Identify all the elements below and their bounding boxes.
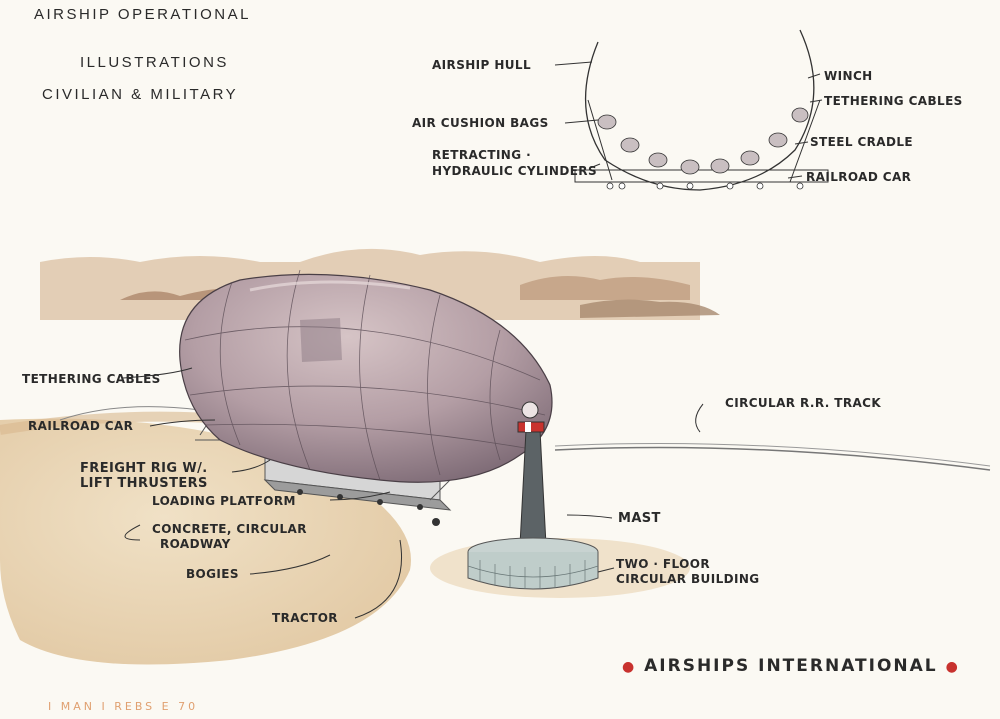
circular-track (59, 406, 991, 471)
label-airship-hull: AIRSHIP HULL (432, 58, 531, 72)
label-winch: WINCH (824, 69, 873, 83)
label-bogies: BOGIES (186, 567, 239, 581)
label-mast: MAST (618, 511, 661, 526)
firm-name: AIRSHIPS INTERNATIONAL (644, 656, 938, 676)
label-lift-thrusters: LIFT THRUSTERS (80, 476, 208, 491)
label-air-cushion-bags: AIR CUSHION BAGS (412, 116, 549, 130)
label-tethering-cables: TETHERING CABLES (22, 372, 161, 386)
label-railroad-car-detail: RAILROAD CAR (806, 170, 911, 184)
label-tethering-cables-detail: TETHERING CABLES (824, 94, 963, 108)
leader-lines (121, 61, 823, 619)
label-hydraulic-cylinders: HYDRAULIC CYLINDERS (432, 164, 597, 178)
header-title: AIRSHIP OPERATIONAL (34, 6, 251, 23)
red-dot-icon: ● (622, 659, 637, 675)
label-loading-platform: LOADING PLATFORM (152, 494, 296, 508)
label-railroad-car: RAILROAD CAR (28, 419, 133, 433)
cradle-detail-sketch (574, 29, 829, 191)
label-circular-track: CIRCULAR R.R. TRACK (725, 396, 881, 410)
label-retracting: RETRACTING · (432, 148, 531, 162)
circular-building (467, 537, 599, 590)
artist-credit: I MAN I REBS E 70 (48, 700, 199, 713)
mooring-mast (517, 401, 547, 546)
header-subtitle: ILLUSTRATIONS (80, 54, 229, 71)
label-concrete-roadway: CONCRETE, CIRCULAR (152, 522, 307, 536)
label-freight-rig: FREIGHT RIG W/. (80, 461, 208, 476)
firm-signature: ● AIRSHIPS INTERNATIONAL ● (622, 656, 960, 676)
label-circular-building: CIRCULAR BUILDING (616, 572, 760, 586)
red-dot-icon: ● (945, 659, 960, 675)
label-roadway: ROADWAY (160, 537, 231, 551)
label-tractor: TRACTOR (272, 611, 338, 625)
label-steel-cradle: STEEL CRADLE (810, 135, 913, 149)
header-category: CIVILIAN & MILITARY (42, 86, 239, 103)
label-two-floor: TWO · FLOOR (616, 557, 710, 571)
airship-hull (179, 269, 553, 483)
